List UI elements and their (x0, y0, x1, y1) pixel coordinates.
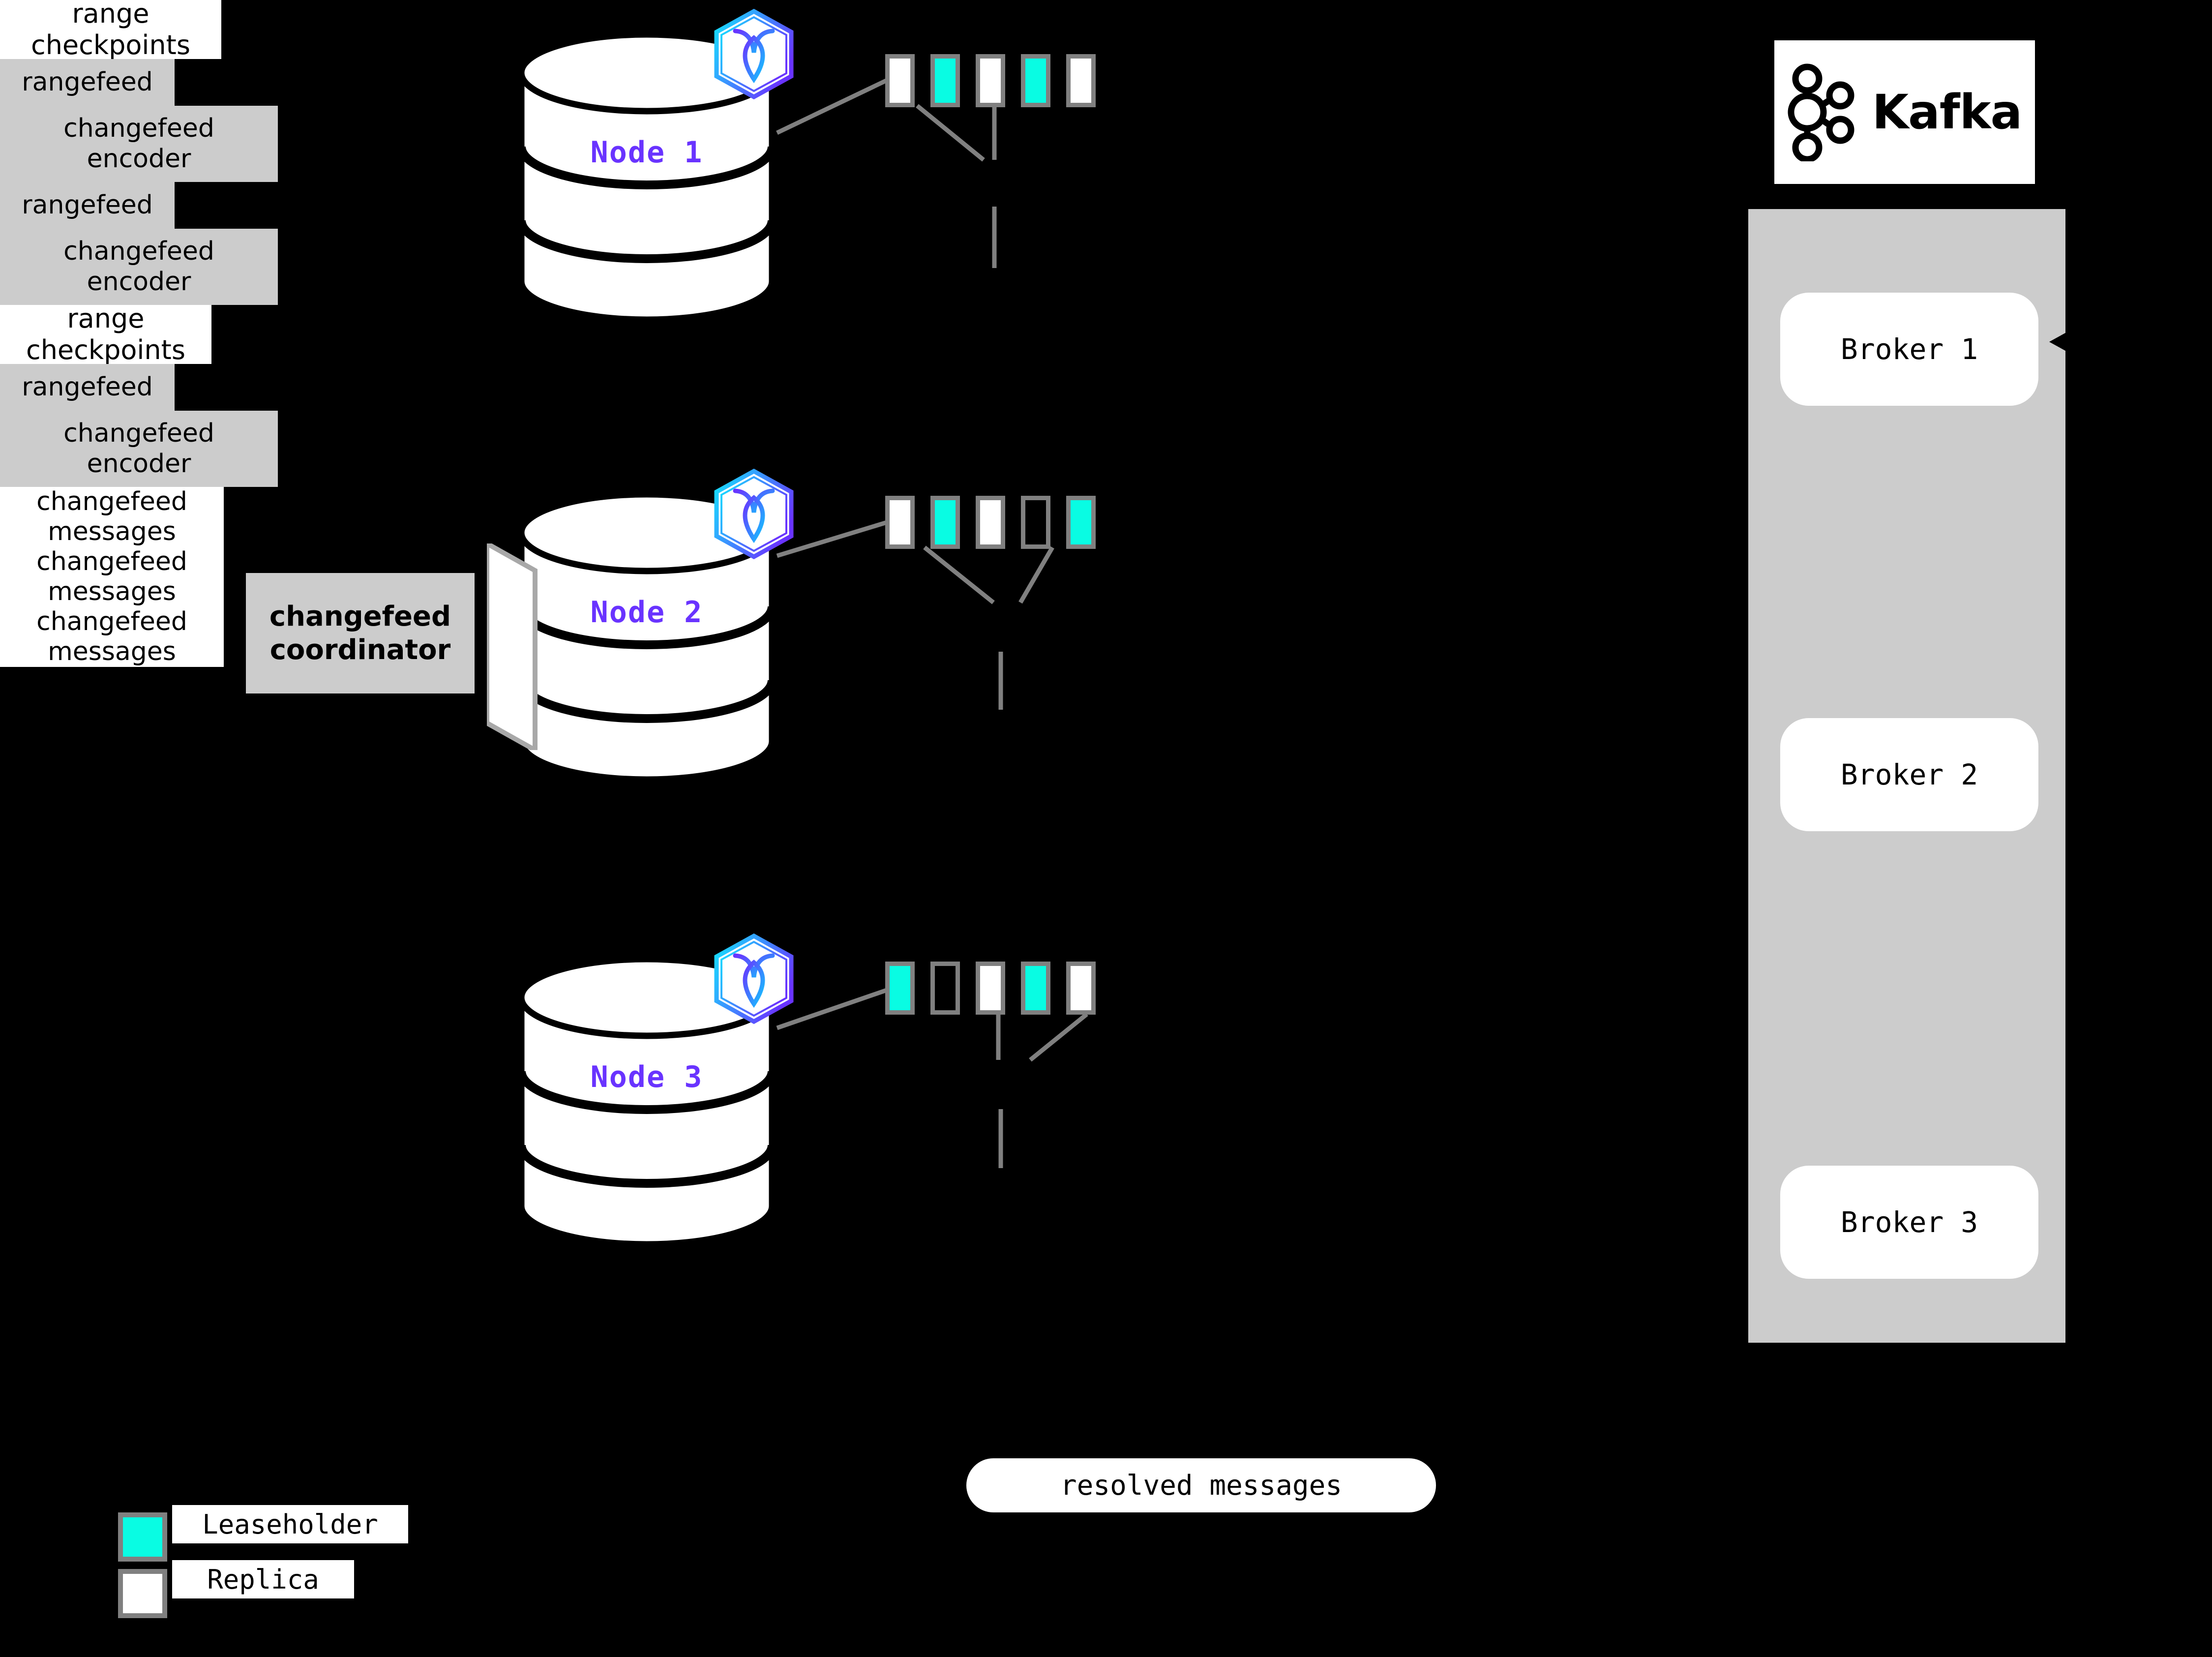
cockroachdb-hex-icon (710, 467, 798, 561)
node-2-changefeed-encoder-box: changefeed encoder (0, 229, 278, 305)
range-box (976, 496, 1005, 549)
cockroachdb-hex-icon (710, 7, 798, 101)
legend-swatch-replica (118, 1569, 167, 1618)
resolved-messages-pill: resolved messages (966, 1458, 1436, 1512)
range-box (930, 54, 960, 107)
node-1-cylinder: Node 1 (516, 30, 777, 325)
cockroachdb-hex-icon (710, 932, 798, 1025)
kafka-logo-icon (1788, 63, 1854, 161)
range-box (930, 496, 960, 549)
kafka-broker-2: Broker 2 (1780, 718, 2038, 831)
changefeed-messages-label-1: changefeed messages (0, 487, 224, 547)
range-box (976, 962, 1005, 1015)
kafka-broker-1: Broker 1 (1780, 293, 2038, 406)
range-box (976, 54, 1005, 107)
range-box (885, 962, 915, 1015)
node-1-range-row (885, 54, 1111, 107)
range-box (930, 962, 960, 1015)
changefeed-messages-label-3: changefeed messages (0, 607, 224, 667)
range-box (1066, 496, 1096, 549)
kafka-broker-3: Broker 3 (1780, 1166, 2038, 1279)
legend-swatch-leaseholder (118, 1512, 167, 1562)
legend-label-replica: Replica (172, 1560, 354, 1598)
node-2-range-row (885, 496, 1111, 549)
range-box (1021, 54, 1050, 107)
node-3-range-row (885, 962, 1111, 1015)
kafka-brand-label: Kafka (1872, 85, 2023, 140)
node-1-changefeed-encoder-box: changefeed encoder (0, 106, 278, 182)
legend-label-leaseholder: Leaseholder (172, 1505, 408, 1543)
node-3-range-checkpoints-label: range checkpoints (0, 305, 211, 364)
changefeed-coordinator-box: changefeed coordinator (246, 573, 475, 693)
range-box (1066, 962, 1096, 1015)
coordinator-callout-shape (487, 543, 538, 750)
range-box (1021, 496, 1050, 549)
range-box (1066, 54, 1096, 107)
node-1-rangefeed-box: rangefeed (0, 59, 175, 106)
node-3-rangefeed-box: rangefeed (0, 364, 175, 411)
changefeed-messages-label-2: changefeed messages (0, 547, 224, 607)
node-3-changefeed-encoder-box: changefeed encoder (0, 411, 278, 487)
kafka-logo-card: Kafka (1774, 40, 2035, 184)
kafka-inbound-arrowhead (2049, 331, 2069, 353)
range-box (885, 496, 915, 549)
node-2-rangefeed-box: rangefeed (0, 182, 175, 229)
node-1-range-checkpoints-label: range checkpoints (0, 0, 221, 59)
range-box (885, 54, 915, 107)
range-box (1021, 962, 1050, 1015)
